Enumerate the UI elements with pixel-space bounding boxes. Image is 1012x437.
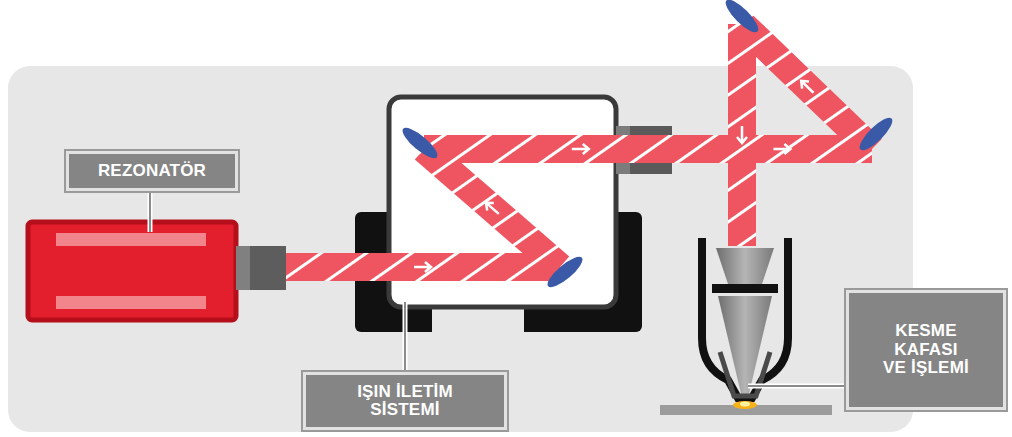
laser-beam bbox=[742, 24, 872, 149]
laser-beam bbox=[728, 24, 756, 246]
laser-beam bbox=[424, 135, 872, 163]
cutting-spark bbox=[740, 402, 750, 407]
callout-text: REZONATÖR bbox=[98, 162, 206, 180]
beam-direction-arrow bbox=[414, 262, 431, 272]
cutting-head-body bbox=[702, 238, 788, 398]
callout-label: REZONATÖR bbox=[66, 151, 238, 191]
laser-beam bbox=[424, 149, 560, 267]
resonator-output bbox=[236, 246, 286, 290]
beam-direction-arrow bbox=[414, 262, 431, 272]
beam-direction-arrow bbox=[483, 199, 502, 218]
beam-direction-arrow bbox=[737, 126, 747, 143]
laser-beam bbox=[286, 253, 560, 281]
beam-direction-arrow bbox=[798, 77, 817, 96]
leader-line bbox=[148, 192, 153, 232]
mirror bbox=[855, 113, 896, 154]
beam-direction-arrow bbox=[572, 144, 589, 154]
beam-direction-arrow bbox=[798, 77, 817, 96]
resonator-tube bbox=[56, 233, 206, 246]
callout-text: IŞIN İLETİM SİSTEMİ bbox=[330, 383, 480, 420]
callout-text: KESME KAFASI VE İŞLEMİ bbox=[883, 322, 969, 377]
beam-direction-arrow bbox=[773, 144, 790, 154]
leader-line bbox=[403, 302, 408, 370]
focus-lens bbox=[712, 284, 778, 293]
leader-line bbox=[748, 384, 844, 389]
callout-label: IŞIN İLETİM SİSTEMİ bbox=[303, 372, 507, 430]
resonator-tube bbox=[56, 296, 206, 309]
cutting-spark bbox=[733, 401, 757, 409]
resonator-output bbox=[236, 246, 250, 290]
leader-line bbox=[748, 385, 844, 387]
beam-direction-arrow bbox=[483, 199, 502, 218]
housing-notch bbox=[432, 306, 524, 334]
mirror bbox=[721, 0, 762, 37]
callout-label: KESME KAFASI VE İŞLEMİ bbox=[846, 290, 1006, 410]
leader-line bbox=[149, 192, 151, 232]
beam-direction-arrow bbox=[773, 144, 790, 154]
leader-line bbox=[404, 302, 406, 370]
nozzle bbox=[720, 352, 770, 396]
lens-housing bbox=[716, 248, 774, 284]
mirror bbox=[544, 252, 587, 291]
background-panel bbox=[8, 66, 913, 432]
resonator-body bbox=[28, 222, 236, 320]
mirror bbox=[399, 123, 442, 162]
beam-direction-arrow bbox=[572, 144, 589, 154]
beam-direction-arrow bbox=[737, 126, 747, 143]
